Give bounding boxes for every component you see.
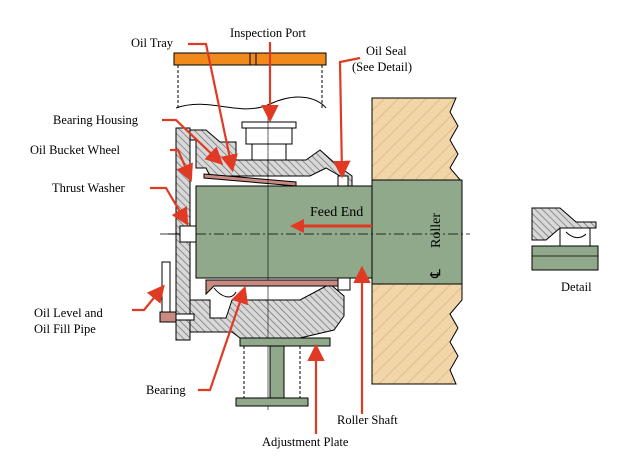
label-roller-shaft: Roller Shaft bbox=[337, 413, 398, 427]
centerline-symbol: ℄ bbox=[429, 269, 444, 279]
detail-inset bbox=[531, 207, 599, 271]
label-oil-tray: Oil Tray bbox=[131, 36, 174, 50]
label-inspection-port: Inspection Port bbox=[230, 26, 307, 40]
inspection-port-cap bbox=[241, 121, 297, 161]
label-arrows bbox=[132, 42, 371, 434]
label-oil-seal-1: Oil Seal bbox=[366, 44, 407, 58]
label-roller: Roller bbox=[429, 213, 444, 248]
roller-shaft-shape bbox=[160, 108, 470, 410]
label-feed-end: Feed End bbox=[310, 205, 363, 220]
thrust-washer-bolt bbox=[168, 225, 197, 243]
label-thrust-washer: Thrust Washer bbox=[52, 181, 126, 195]
label-oil-bucket-wheel: Oil Bucket Wheel bbox=[30, 143, 121, 157]
label-adjustment-plate: Adjustment Plate bbox=[262, 435, 349, 449]
feed-end-arrow bbox=[290, 219, 372, 233]
label-oil-seal-2: (See Detail) bbox=[352, 60, 412, 74]
label-bearing-housing: Bearing Housing bbox=[53, 113, 139, 127]
top-frame bbox=[173, 52, 327, 110]
label-bearing: Bearing bbox=[146, 383, 186, 397]
label-oil-level-2: Oil Fill Pipe bbox=[34, 322, 96, 336]
label-oil-level-1: Oil Level and bbox=[34, 306, 103, 320]
adjustment-plate-shape bbox=[235, 337, 331, 407]
label-detail: Detail bbox=[561, 280, 592, 294]
